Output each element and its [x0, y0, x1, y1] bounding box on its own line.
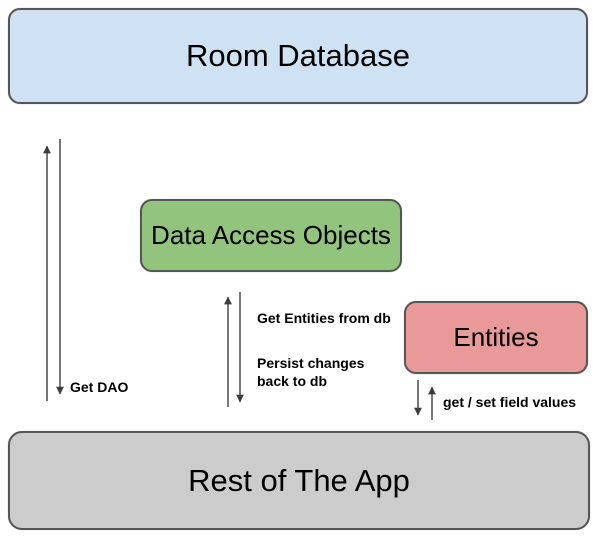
get-entities-from-db-label: Get Entities from db — [257, 310, 391, 326]
get-dao-label: Get DAO — [70, 379, 129, 395]
room-database-label: Room Database — [185, 38, 410, 73]
get-set-field-values-label: get / set field values — [443, 394, 577, 410]
entities-label: Entities — [453, 322, 539, 352]
rest-of-the-app-box: Rest of The App — [8, 431, 590, 530]
rest-of-the-app-label: Rest of The App — [188, 462, 410, 498]
entities-box: Entities — [404, 301, 588, 374]
data-access-objects-label: Data Access Objects — [151, 220, 391, 250]
data-access-objects-box: Data Access Objects — [140, 199, 402, 272]
persist-changes-label: Persist changes back to db — [257, 355, 365, 389]
room-database-box: Room Database — [8, 8, 588, 104]
